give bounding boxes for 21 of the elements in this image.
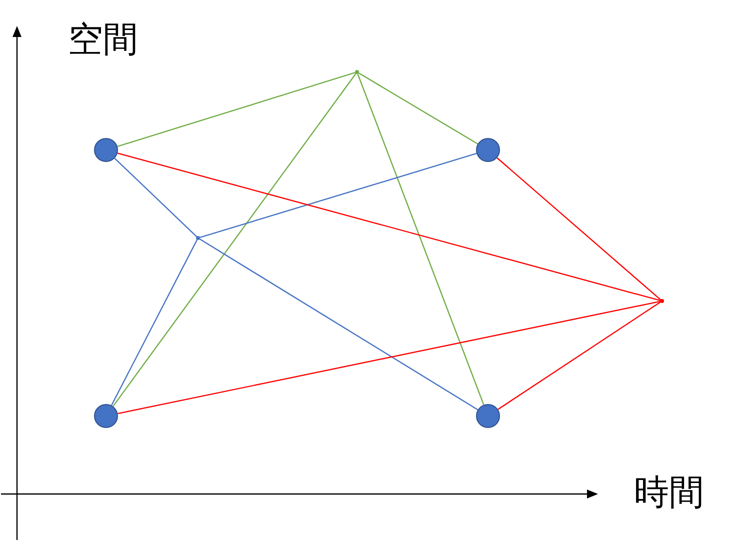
connector-line: [118, 300, 660, 414]
dot: [94, 404, 118, 428]
connector-line: [117, 152, 660, 302]
connector-line: [496, 157, 661, 300]
connector-line: [199, 238, 478, 410]
connector-line: [498, 302, 661, 410]
connector-line: [357, 74, 484, 405]
connector-line: [117, 72, 356, 148]
junction-point: [660, 299, 664, 303]
junction-point: [196, 236, 200, 240]
junction-point: [355, 70, 359, 74]
connector-line: [200, 152, 477, 238]
connector-line: [112, 73, 356, 407]
axis-title: 時間: [634, 475, 704, 512]
axis-title: 空間: [68, 22, 138, 59]
dot: [476, 404, 500, 428]
dot: [94, 138, 118, 162]
connector-line: [110, 240, 198, 406]
connector-line: [358, 72, 478, 144]
connector-line: [114, 158, 197, 238]
dot: [476, 138, 500, 162]
